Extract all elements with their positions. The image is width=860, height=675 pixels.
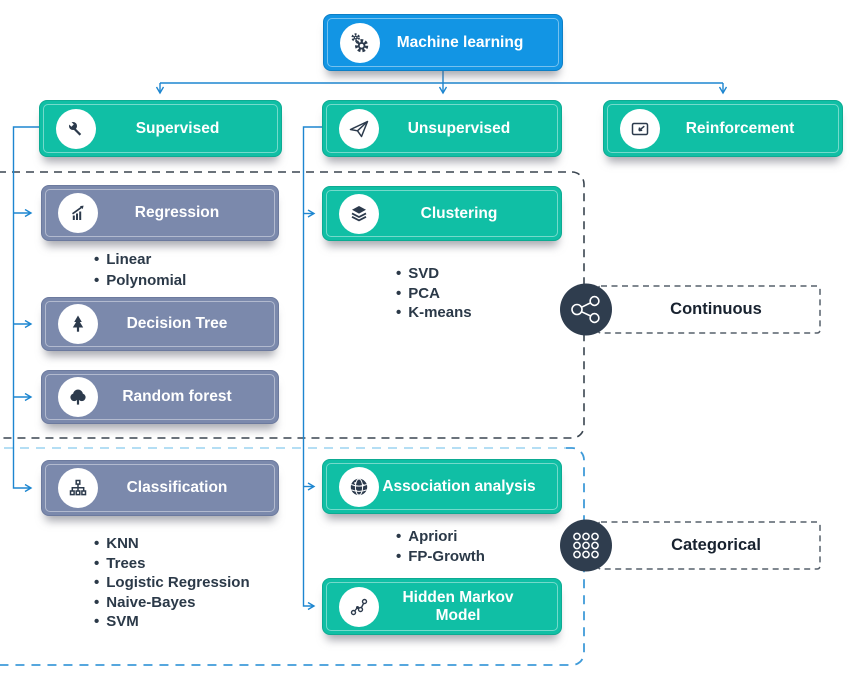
node-association-analysis: Association analysis <box>322 459 562 514</box>
list-item: Linear <box>94 250 186 271</box>
node-reinforcement: Reinforcement <box>603 100 843 157</box>
badge-continuous-label: Continuous <box>670 300 762 318</box>
group-categorical-border <box>0 447 585 666</box>
node-label: Association analysis <box>382 477 536 495</box>
node-label: Unsupervised <box>407 119 511 137</box>
badge-categorical-label: Categorical <box>671 536 761 554</box>
list-item: K-means <box>396 303 471 323</box>
list-item: SVM <box>94 612 250 632</box>
node-label: Decision Tree <box>126 315 228 333</box>
wrench-icon <box>56 108 96 149</box>
paper-plane-icon <box>339 108 379 149</box>
list-item: KNN <box>94 534 250 554</box>
list-item: Polynomial <box>94 271 186 292</box>
node-label: Regression <box>134 204 220 222</box>
group-continuous-border <box>0 171 585 439</box>
share-network-icon <box>560 283 612 336</box>
chart-increase-icon <box>58 193 98 233</box>
node-label: Clustering <box>420 204 498 222</box>
list-item: PCA <box>396 284 472 304</box>
supervised-trunk-connector <box>12 126 39 488</box>
node-label: Reinforcement <box>685 119 795 137</box>
unsupervised-trunk-connector <box>302 126 322 606</box>
node-label: Supervised <box>135 119 220 137</box>
dot-grid-icon <box>560 519 612 572</box>
globe-network-icon <box>339 466 379 507</box>
node-label: Random forest <box>122 388 232 406</box>
list-item: Naive-Bayes <box>94 593 250 613</box>
node-random-forest: Random forest <box>41 370 279 424</box>
gears-icon <box>340 22 380 63</box>
list-item: SVD <box>396 264 472 284</box>
regression-methods-list: Linear Polynomial <box>94 250 186 291</box>
clustering-methods-list: SVD PCA K-means <box>396 264 472 323</box>
association-methods-list: Apriori FP-Growth <box>396 527 485 567</box>
node-clustering: Clustering <box>322 186 562 241</box>
round-tree-icon <box>58 377 98 417</box>
node-label: Hidden Markov Model <box>402 588 514 624</box>
inward-arrow-icon <box>620 108 660 149</box>
classification-methods-list: KNN Trees Logistic Regression Naive-Baye… <box>94 534 250 632</box>
list-item: Logistic Regression <box>94 573 249 593</box>
list-item: Apriori <box>396 527 485 547</box>
pine-tree-icon <box>58 304 98 344</box>
node-decision-tree: Decision Tree <box>41 297 279 351</box>
node-machine-learning: Machine learning <box>323 14 563 71</box>
node-supervised: Supervised <box>39 100 282 157</box>
layers-icon <box>339 193 379 234</box>
node-label: Classification <box>126 479 228 497</box>
node-label: Machine learning <box>396 33 524 51</box>
list-item: Trees <box>94 554 250 574</box>
hierarchy-icon <box>58 468 98 508</box>
node-hidden-markov-model: Hidden Markov Model <box>322 578 562 635</box>
list-item: FP-Growth <box>396 547 485 567</box>
markov-chain-icon <box>339 586 379 627</box>
node-regression: Regression <box>41 185 279 241</box>
top-tree-connector <box>160 71 723 93</box>
node-classification: Classification <box>41 460 279 516</box>
node-unsupervised: Unsupervised <box>322 100 562 157</box>
